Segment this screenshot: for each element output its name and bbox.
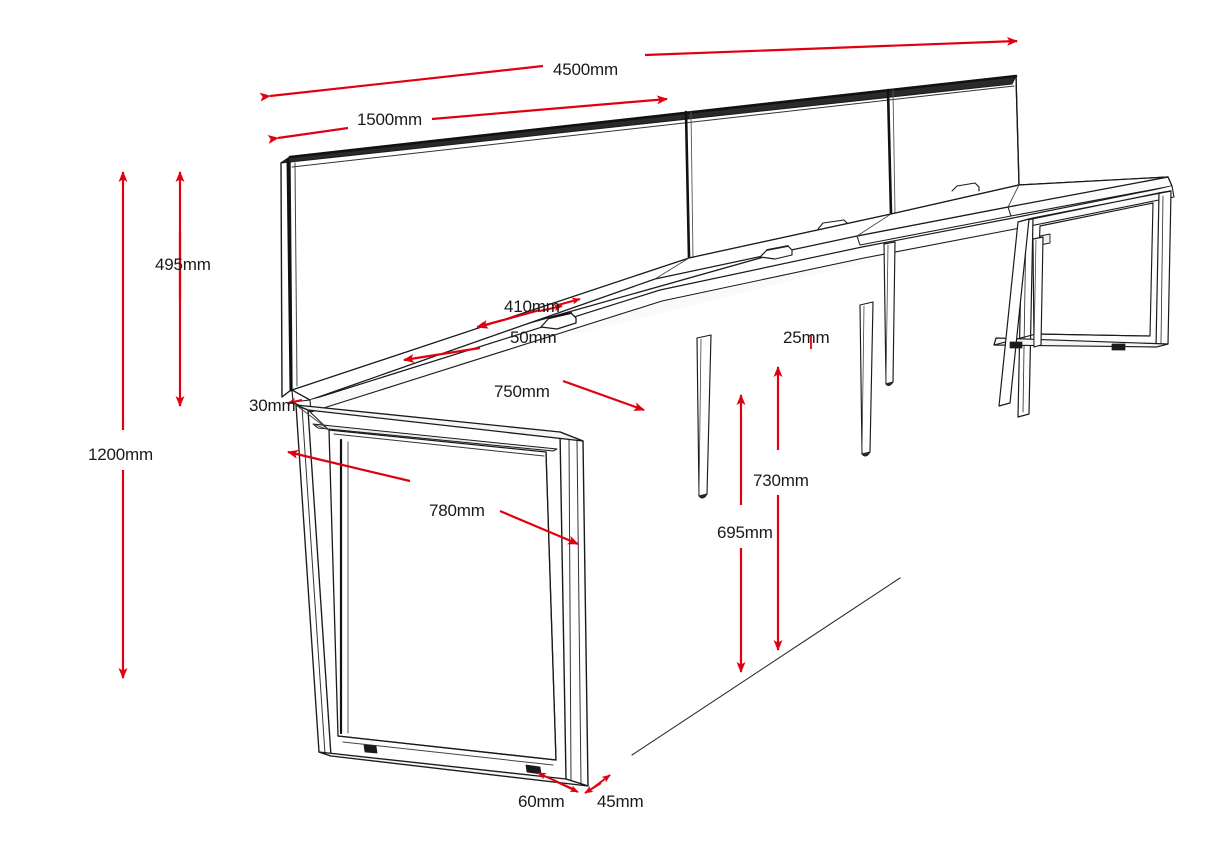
dim-750mm-line xyxy=(403,346,645,412)
dim-60mm-line xyxy=(537,772,579,793)
dim-1500mm-line xyxy=(267,95,668,144)
desk-top-front-row xyxy=(291,176,1175,413)
loop-leg-frame-left xyxy=(295,404,589,787)
dim-50mm-line xyxy=(476,304,563,329)
dimension-label-screen-thickness: 30mm xyxy=(249,396,296,415)
dim-780mm-line xyxy=(287,449,579,546)
loop-leg-frame-right xyxy=(993,190,1172,418)
dim-30mm-line xyxy=(287,397,303,405)
dimension-label-clearance-height: 695mm xyxy=(717,523,773,542)
dimension-label-top-height: 730mm xyxy=(753,471,809,490)
dimension-label-leg-frame-depth: 780mm xyxy=(429,501,485,520)
dimension-label-overall-length: 4500mm xyxy=(553,60,618,79)
cylindrical-mid-legs xyxy=(696,236,1044,499)
dimension-label-desk-depth: 750mm xyxy=(494,382,550,401)
dimension-label-top-thickness: 25mm xyxy=(783,328,830,347)
dimension-label-foot-depth: 60mm xyxy=(518,792,565,811)
dim-4500mm-line xyxy=(259,36,1018,102)
dim-45mm-line xyxy=(584,774,611,794)
dimension-annotations xyxy=(118,36,1018,794)
dimension-label-cutout-offset: 410mm xyxy=(504,297,560,316)
floor-reference-line xyxy=(631,577,901,756)
furniture-linework xyxy=(280,74,1175,787)
acoustic-screen-assembly xyxy=(280,74,1020,398)
dimension-label-module-length: 1500mm xyxy=(357,110,422,129)
dimension-label-foot-width: 45mm xyxy=(597,792,644,811)
dimension-label-overall-height: 1200mm xyxy=(88,445,153,464)
dimension-label-screen-height: 495mm xyxy=(155,255,211,274)
dimension-label-cutout-width: 50mm xyxy=(510,328,557,347)
